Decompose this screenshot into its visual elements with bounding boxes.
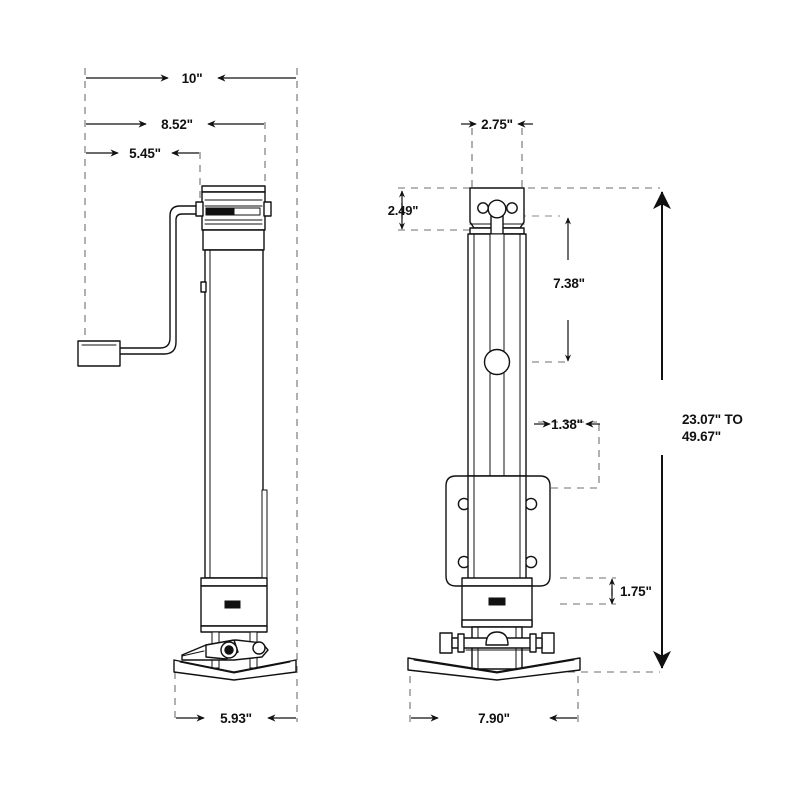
side-outer-tube (204, 249, 264, 579)
dimension-plate-offset-138in: 1.38" (534, 417, 600, 432)
side-left-lug (195, 201, 204, 217)
front-bracket-hole-right (506, 202, 518, 214)
dimension-top-bracket-width-275in: 2.75" (461, 117, 533, 132)
front-pin-clip-left (457, 633, 465, 653)
dimension-label-top-bracket-width: 2.75" (481, 117, 513, 132)
side-tube-tab (200, 281, 207, 293)
dimension-label-top-bracket-height: 2.49" (388, 203, 419, 218)
front-drop-pin (439, 631, 555, 654)
front-mounting-plate (445, 475, 551, 589)
side-gear-window (233, 207, 261, 216)
dimension-label-plate-offset: 1.38" (551, 417, 583, 432)
dimension-label-pin-center: 7.38" (553, 276, 585, 291)
front-pin-head-left (439, 632, 453, 654)
side-collar-cap (200, 577, 268, 587)
dimension-foot-depth-593in: 5.93" (176, 711, 296, 726)
side-view-jack (77, 185, 297, 681)
dimension-label-handle-reach: 8.52" (161, 117, 193, 132)
dimension-collar-height-175in: 1.75" (608, 578, 652, 605)
dimension-label-overall-height-line2: 49.67" (682, 429, 721, 444)
side-crank-shaft-band (205, 207, 235, 216)
dimension-overall-width-10in: 10" (86, 71, 296, 86)
side-collar-slot (224, 600, 241, 609)
side-right-lug (263, 201, 272, 217)
side-crank-handle (77, 205, 197, 367)
side-mount-rail (261, 489, 268, 579)
front-collar-slot (488, 597, 506, 606)
front-base-foot (407, 657, 581, 681)
front-pin-head-right (541, 632, 555, 654)
dimension-top-bracket-height-249in: 2.49" (388, 190, 419, 230)
front-shaft-collar (487, 199, 507, 219)
side-gearbox-skirt (202, 229, 265, 251)
side-base-foot (173, 659, 297, 681)
front-collar-cap (461, 577, 533, 587)
dimension-label-collar-height: 1.75" (620, 584, 652, 599)
dimension-pin-center-738in: 7.38" (553, 217, 585, 362)
front-view-jack (407, 187, 581, 681)
front-pivot-hole (483, 348, 511, 376)
side-collar-base (200, 625, 268, 633)
front-plate-hole-br (524, 555, 538, 569)
dimension-handle-reach-852in: 8.52" (86, 117, 264, 132)
dimension-handle-offset-545in: 5.45" (86, 146, 199, 161)
dimension-label-overall-width: 10" (182, 71, 203, 86)
dimension-overall-height: 23.07" TO 49.67" (653, 191, 743, 669)
dimension-label-foot-width: 7.90" (478, 711, 510, 726)
dimension-label-overall-height-line1: 23.07" TO (682, 412, 743, 427)
front-bracket-hole-left (477, 202, 489, 214)
front-pin-clip-right (529, 633, 537, 653)
side-drop-pin-lever (181, 639, 269, 661)
dimension-label-handle-offset: 5.45" (129, 146, 161, 161)
front-collar-base (461, 619, 533, 628)
front-pin-dome (485, 631, 509, 646)
front-view-extension-lines (398, 128, 660, 722)
dimension-label-foot-depth: 5.93" (220, 711, 252, 726)
front-plate-hole-tr (524, 497, 538, 511)
dimension-foot-width-790in: 7.90" (411, 711, 577, 726)
side-top-plate (201, 185, 266, 193)
